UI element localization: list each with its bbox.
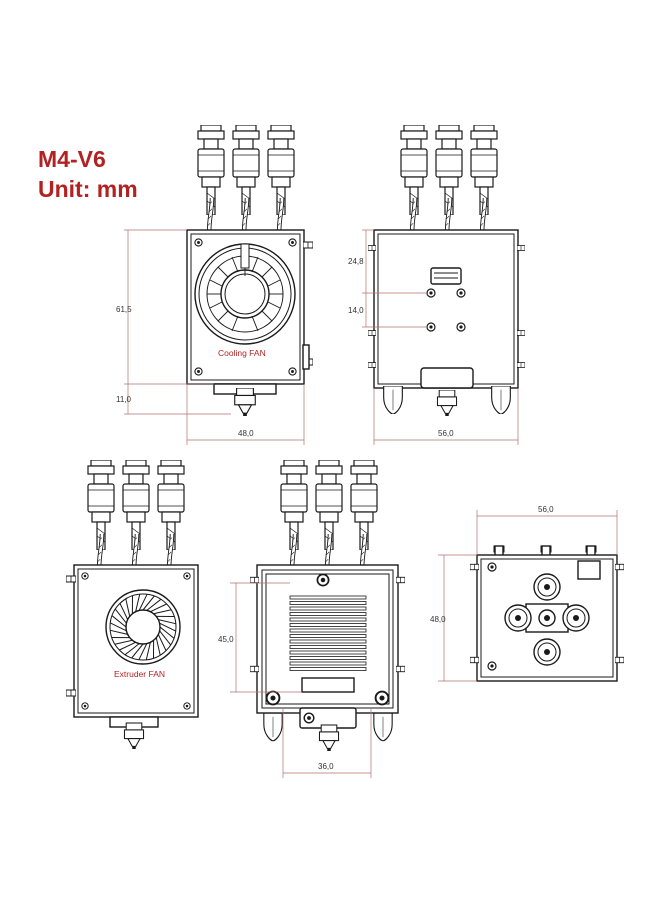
side-view: 24,8 14,0 56,0 <box>348 125 525 445</box>
top-view: 56,0 48,0 <box>430 505 624 682</box>
dim-extruder-width: 36,0 <box>318 762 334 771</box>
extruder-fan-view: Extruder FAN <box>66 460 199 750</box>
dim-front-height: 61,5 <box>116 305 132 314</box>
dim-top-width: 56,0 <box>538 505 554 514</box>
model-title: M4-V6 <box>38 146 106 172</box>
dim-side-mid: 14,0 <box>348 306 364 315</box>
cooling-fan-icon <box>194 243 296 345</box>
dim-top-depth: 48,0 <box>430 615 446 624</box>
dim-side-top: 24,8 <box>348 257 364 266</box>
extruder-fan-label: Extruder FAN <box>114 669 165 679</box>
extruder-fan-icon <box>105 589 181 665</box>
cooling-fan-label: Cooling FAN <box>218 348 266 358</box>
front-view: Cooling FAN 61,5 11,0 48,0 <box>116 125 313 445</box>
dim-side-width: 56,0 <box>438 429 454 438</box>
unit-label: Unit: mm <box>38 176 138 202</box>
dim-front-width: 48,0 <box>238 429 254 438</box>
dim-nozzle-height: 11,0 <box>116 395 132 404</box>
heatsink-view: 45,0 36,0 <box>218 460 405 778</box>
dim-heatsink-height: 45,0 <box>218 635 234 644</box>
